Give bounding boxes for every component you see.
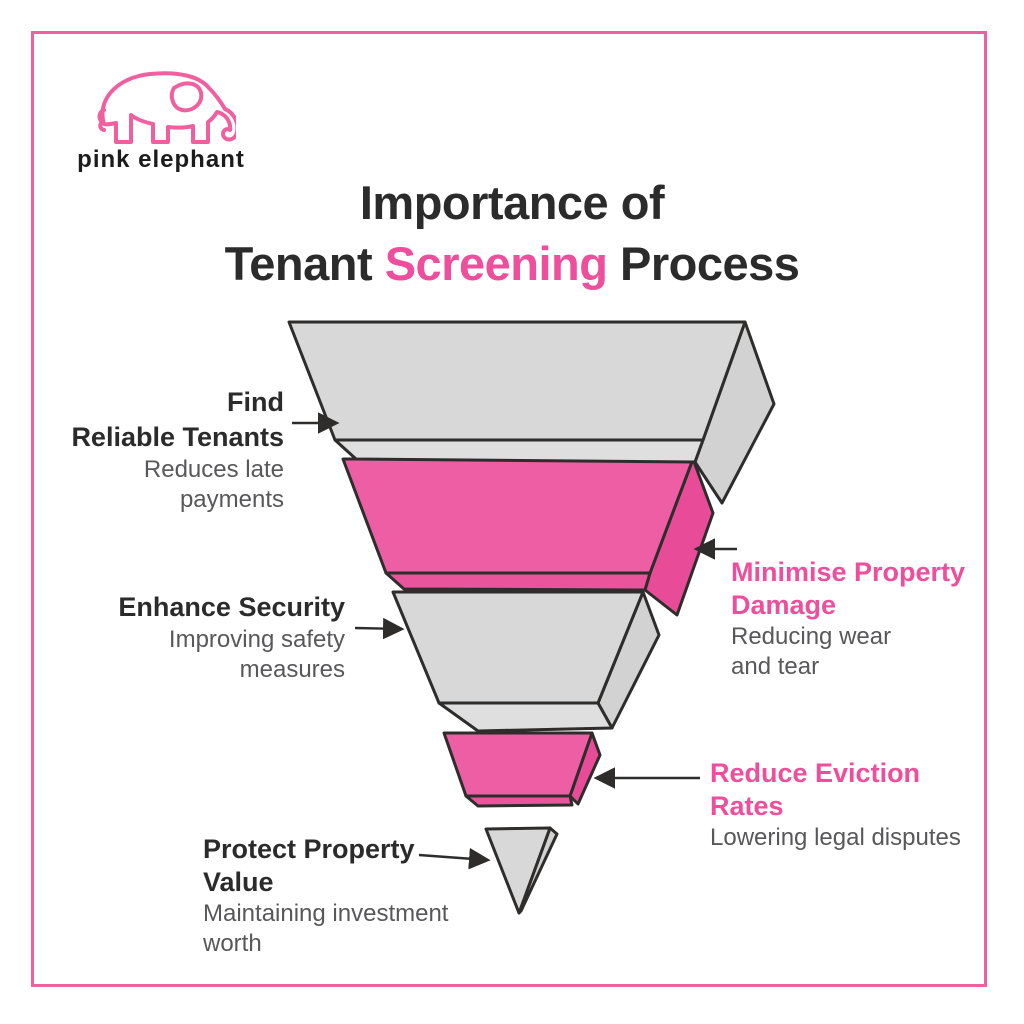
label-subtitle-line: Maintaining investment (203, 900, 449, 927)
label-reduce-eviction-rates: Reduce Eviction Rates Lowering legal dis… (710, 757, 961, 853)
label-title-line: Damage (731, 590, 837, 620)
label-subtitle-line: Improving safety (168, 626, 345, 653)
label-subtitle-line: and tear (731, 653, 820, 680)
funnel-level-reduce-eviction-rates (442, 731, 602, 808)
label-subtitle-line: payments (179, 486, 284, 513)
label-title-line: Reliable Tenants (71, 422, 284, 452)
funnel-level3-bottom-face (437, 701, 614, 733)
label-title-line: Protect Property (203, 834, 415, 864)
arrow-enhance-security (354, 617, 405, 640)
label-minimise-property-damage: Minimise Property Damage Reducing wear a… (731, 556, 965, 682)
label-title-line: Reduce Eviction (710, 758, 921, 788)
label-subtitle-line: worth (203, 930, 262, 957)
brand-logo: pink elephant (77, 62, 244, 174)
funnel-level-find-reliable-tenants (287, 320, 776, 505)
funnel-tip-front-face (484, 826, 552, 915)
label-title-line: Rates (710, 791, 784, 821)
label-enhance-security: Enhance Security Improving safety measur… (118, 590, 345, 685)
funnel-level1-front-face (287, 320, 747, 442)
funnel-level3-front-face (391, 590, 645, 705)
funnel-level2-bottom-face (384, 571, 652, 592)
funnel-level-protect-property-value (484, 826, 559, 915)
funnel-level4-front-face (442, 731, 594, 798)
arrow-protect-property-value (418, 847, 491, 870)
label-subtitle-line: Reducing wear (731, 623, 892, 650)
label-subtitle-line: Lowering legal disputes (710, 824, 961, 851)
page-title-line2: Tenant Screening Process (224, 237, 800, 290)
title-highlight: Screening (384, 237, 608, 290)
pink-elephant-icon (97, 71, 236, 144)
funnel-level2-front-face (341, 457, 695, 575)
funnel-level-minimise-property-damage (341, 457, 715, 617)
page-title-line1: Importance of (359, 176, 665, 229)
label-title-line: Enhance Security (118, 592, 345, 622)
label-find-reliable-tenants: Find Reliable Tenants Reduces late payme… (71, 385, 284, 515)
page-title: Importance of Tenant Screening Process (0, 172, 1024, 294)
label-title-line: Minimise Property (731, 557, 966, 587)
label-title-line: Find (227, 387, 284, 417)
label-subtitle-line: measures (239, 656, 345, 683)
funnel-level-enhance-security (391, 590, 661, 733)
funnel-level1-bottom-face (333, 438, 705, 464)
label-subtitle-line: Reduces late (143, 456, 284, 483)
brand-wordmark: pink elephant (77, 146, 245, 173)
label-protect-property-value: Protect Property Value Maintaining inves… (203, 833, 448, 959)
page-border-frame (31, 31, 987, 987)
label-title-line: Value (203, 867, 274, 897)
